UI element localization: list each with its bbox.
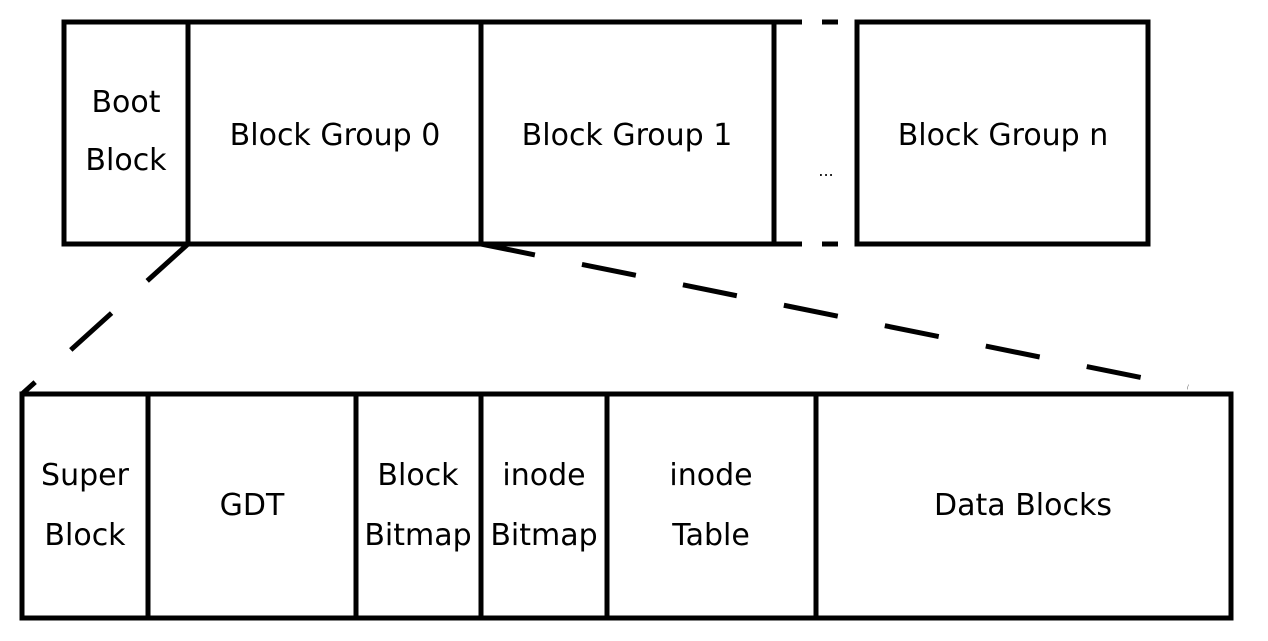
- inode-table-box: [604, 391, 819, 621]
- boot-block-label-line1: Boot: [91, 85, 160, 120]
- gdt-label: GDT: [220, 488, 285, 523]
- block-group-0-label: Block Group 0: [230, 118, 441, 153]
- data-blocks-label: Data Blocks: [934, 488, 1112, 523]
- boot-block-box: [61, 19, 191, 247]
- inode-bitmap-box: [478, 391, 610, 621]
- inode-bitmap-label-line2: Bitmap: [490, 518, 597, 553]
- inode-table-label-line2: Table: [671, 518, 750, 553]
- block-bitmap-label-line2: Bitmap: [364, 518, 471, 553]
- zoom-connectors: [20, 241, 1189, 396]
- block-group-n-box: [854, 19, 1151, 247]
- inode-bitmap-label-line1: inode: [502, 458, 585, 493]
- right-zoom-connector: [480, 241, 1189, 390]
- inode-table-label-line1: inode: [669, 458, 752, 493]
- block-group-n-label: Block Group n: [898, 118, 1109, 153]
- super-block-label-line2: Block: [44, 518, 126, 553]
- left-zoom-connector: [20, 242, 190, 396]
- block-group-1-box: [478, 19, 777, 247]
- super-block-box: [19, 391, 151, 621]
- ellipsis-label: ...: [818, 161, 833, 180]
- block-group-detail-row: Super Block GDT Block Bitmap inode Bitma…: [19, 391, 1234, 621]
- block-bitmap-label-line1: Block: [377, 458, 459, 493]
- boot-block-label-line2: Block: [85, 143, 167, 178]
- disk-layout-row: Boot Block Block Group 0 Block Group 1 .…: [61, 19, 1151, 247]
- data-blocks-box: [813, 391, 1234, 621]
- block-bitmap-box: [353, 391, 484, 621]
- super-block-label-line1: Super: [41, 458, 130, 493]
- block-group-1-label: Block Group 1: [522, 118, 733, 153]
